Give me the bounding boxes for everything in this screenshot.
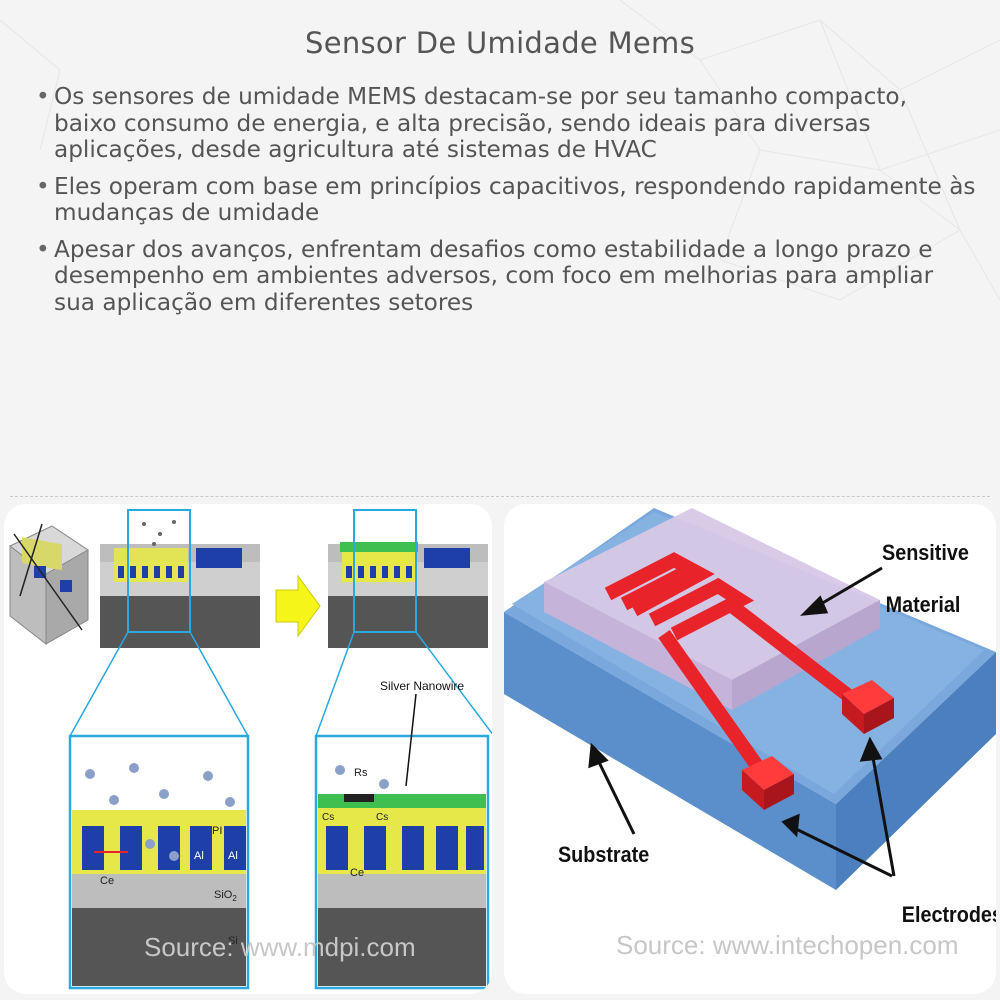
- mems-layer-diagram-panel: PI Al Al Ce SiO2 Si Rs Cs Cs Ce Silv: [4, 504, 492, 994]
- section-divider: [10, 496, 990, 497]
- label-substrate: Substrate: [558, 843, 649, 867]
- label-ce-right: Ce: [350, 867, 364, 879]
- zoom-detail-before: PI Al Al Ce SiO2 Si: [68, 734, 250, 990]
- bullet-item: Apesar dos avanços, enfrentam desafios c…: [36, 236, 976, 317]
- page-title: Sensor De Umidade Mems: [304, 26, 695, 60]
- bullet-list: Os sensores de umidade MEMS destacam-se …: [36, 83, 976, 326]
- bullet-item: Eles operam com base em princípios capac…: [36, 173, 976, 227]
- sensor-chip-illustration: [9, 523, 89, 646]
- label-electrodes: Electrodes: [902, 903, 996, 927]
- device-cross-section-after: [328, 509, 488, 648]
- mems-electrode-diagram-panel: Sensitive Material Substrate Electrodes …: [504, 504, 996, 994]
- bullet-item: Os sensores de umidade MEMS destacam-se …: [36, 83, 976, 164]
- label-al-2: Al: [228, 850, 238, 862]
- label-sensitive-line1: Sensitive: [882, 541, 969, 565]
- label-cs-right: Cs: [376, 812, 388, 823]
- label-silver-nanowire: Silver Nanowire: [380, 679, 464, 693]
- mems-layer-diagram: PI Al Al Ce SiO2 Si Rs Cs Cs Ce Silv: [9, 509, 492, 990]
- zoom-detail-after: Rs Cs Cs Ce: [314, 734, 490, 990]
- label-rs: Rs: [354, 767, 368, 779]
- mems-electrode-diagram: Sensitive Material Substrate Electrodes …: [504, 508, 996, 960]
- source-caption-left: Source: www.mdpi.com: [144, 932, 416, 962]
- label-cs-left: Cs: [322, 812, 334, 823]
- label-al-1: Al: [194, 850, 204, 862]
- label-sio2: SiO2: [214, 889, 237, 903]
- device-cross-section-before: [100, 509, 260, 648]
- label-sensitive-line2: Material: [886, 593, 961, 617]
- label-pi: PI: [212, 825, 222, 837]
- label-si: Si: [228, 935, 238, 947]
- label-ce-left: Ce: [100, 875, 114, 887]
- transition-arrow: [275, 574, 321, 638]
- source-caption-right: Source: www.intechopen.com: [616, 930, 959, 960]
